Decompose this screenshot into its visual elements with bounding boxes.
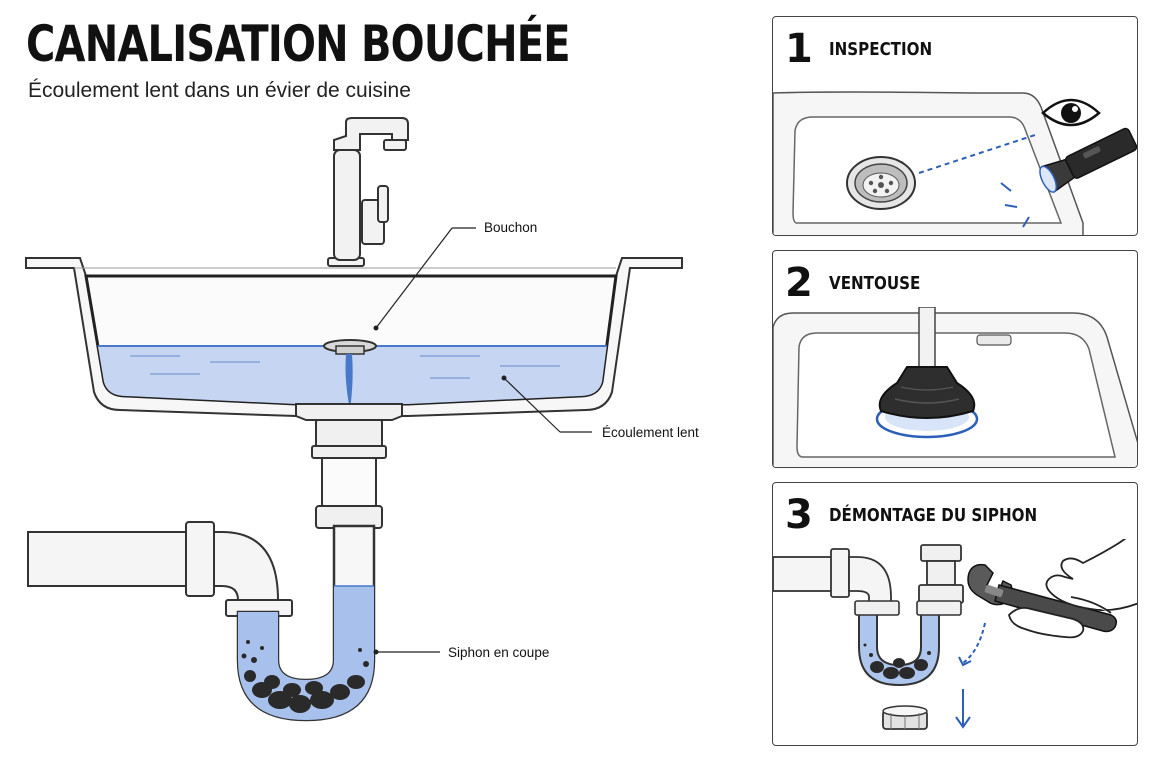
label-slow-drain-text: Écoulement lent [602,425,699,440]
p-trap [854,600,962,687]
step-panel-plunger: 2 VENTOUSE [772,250,1138,468]
sink-drain [846,156,916,210]
label-stopper: Bouchon [373,220,537,331]
plunger [878,307,976,419]
label-stopper-text: Bouchon [484,220,537,235]
step-title: INSPECTION [829,38,933,60]
flashlight [1000,127,1137,228]
step-title: VENTOUSE [829,272,921,294]
page-title: CANALISATION BOUCHÉE [26,15,571,73]
step-number: 3 [785,492,813,538]
step-panel-trap-disassembly: 3 DÉMONTAGE DU SIPHON [772,482,1138,746]
trap-disassembly-illustration [773,539,1137,730]
step-title: DÉMONTAGE DU SIPHON [829,504,1038,526]
label-trap-section: Siphon en coupe [373,645,549,660]
drain-tailpiece [295,403,403,529]
step-panel-inspection: 1 INSPECTION [772,16,1138,236]
sink-cross-section-diagram: Bouchon Écoulement lent Siphon en coupe [25,117,699,722]
step-number: 2 [785,260,813,306]
label-trap-section-text: Siphon en coupe [448,645,549,660]
inspection-illustration [773,91,1137,235]
wall-pipe [27,521,293,617]
step-number: 1 [785,26,813,72]
label-slow-drain: Écoulement lent [501,375,699,440]
hand [1008,539,1137,639]
page-subtitle: Écoulement lent dans un évier de cuisine [28,79,411,102]
wrench [967,563,1118,633]
arrow-down-icon [955,689,971,729]
trap-tailpiece [918,544,964,604]
debris [241,640,369,713]
faucet [327,117,409,267]
plunger-illustration [773,307,1137,467]
wall-pipe [773,548,892,606]
eye-icon [1041,98,1101,127]
slip-nut [882,705,928,730]
sink-basin [25,257,683,417]
